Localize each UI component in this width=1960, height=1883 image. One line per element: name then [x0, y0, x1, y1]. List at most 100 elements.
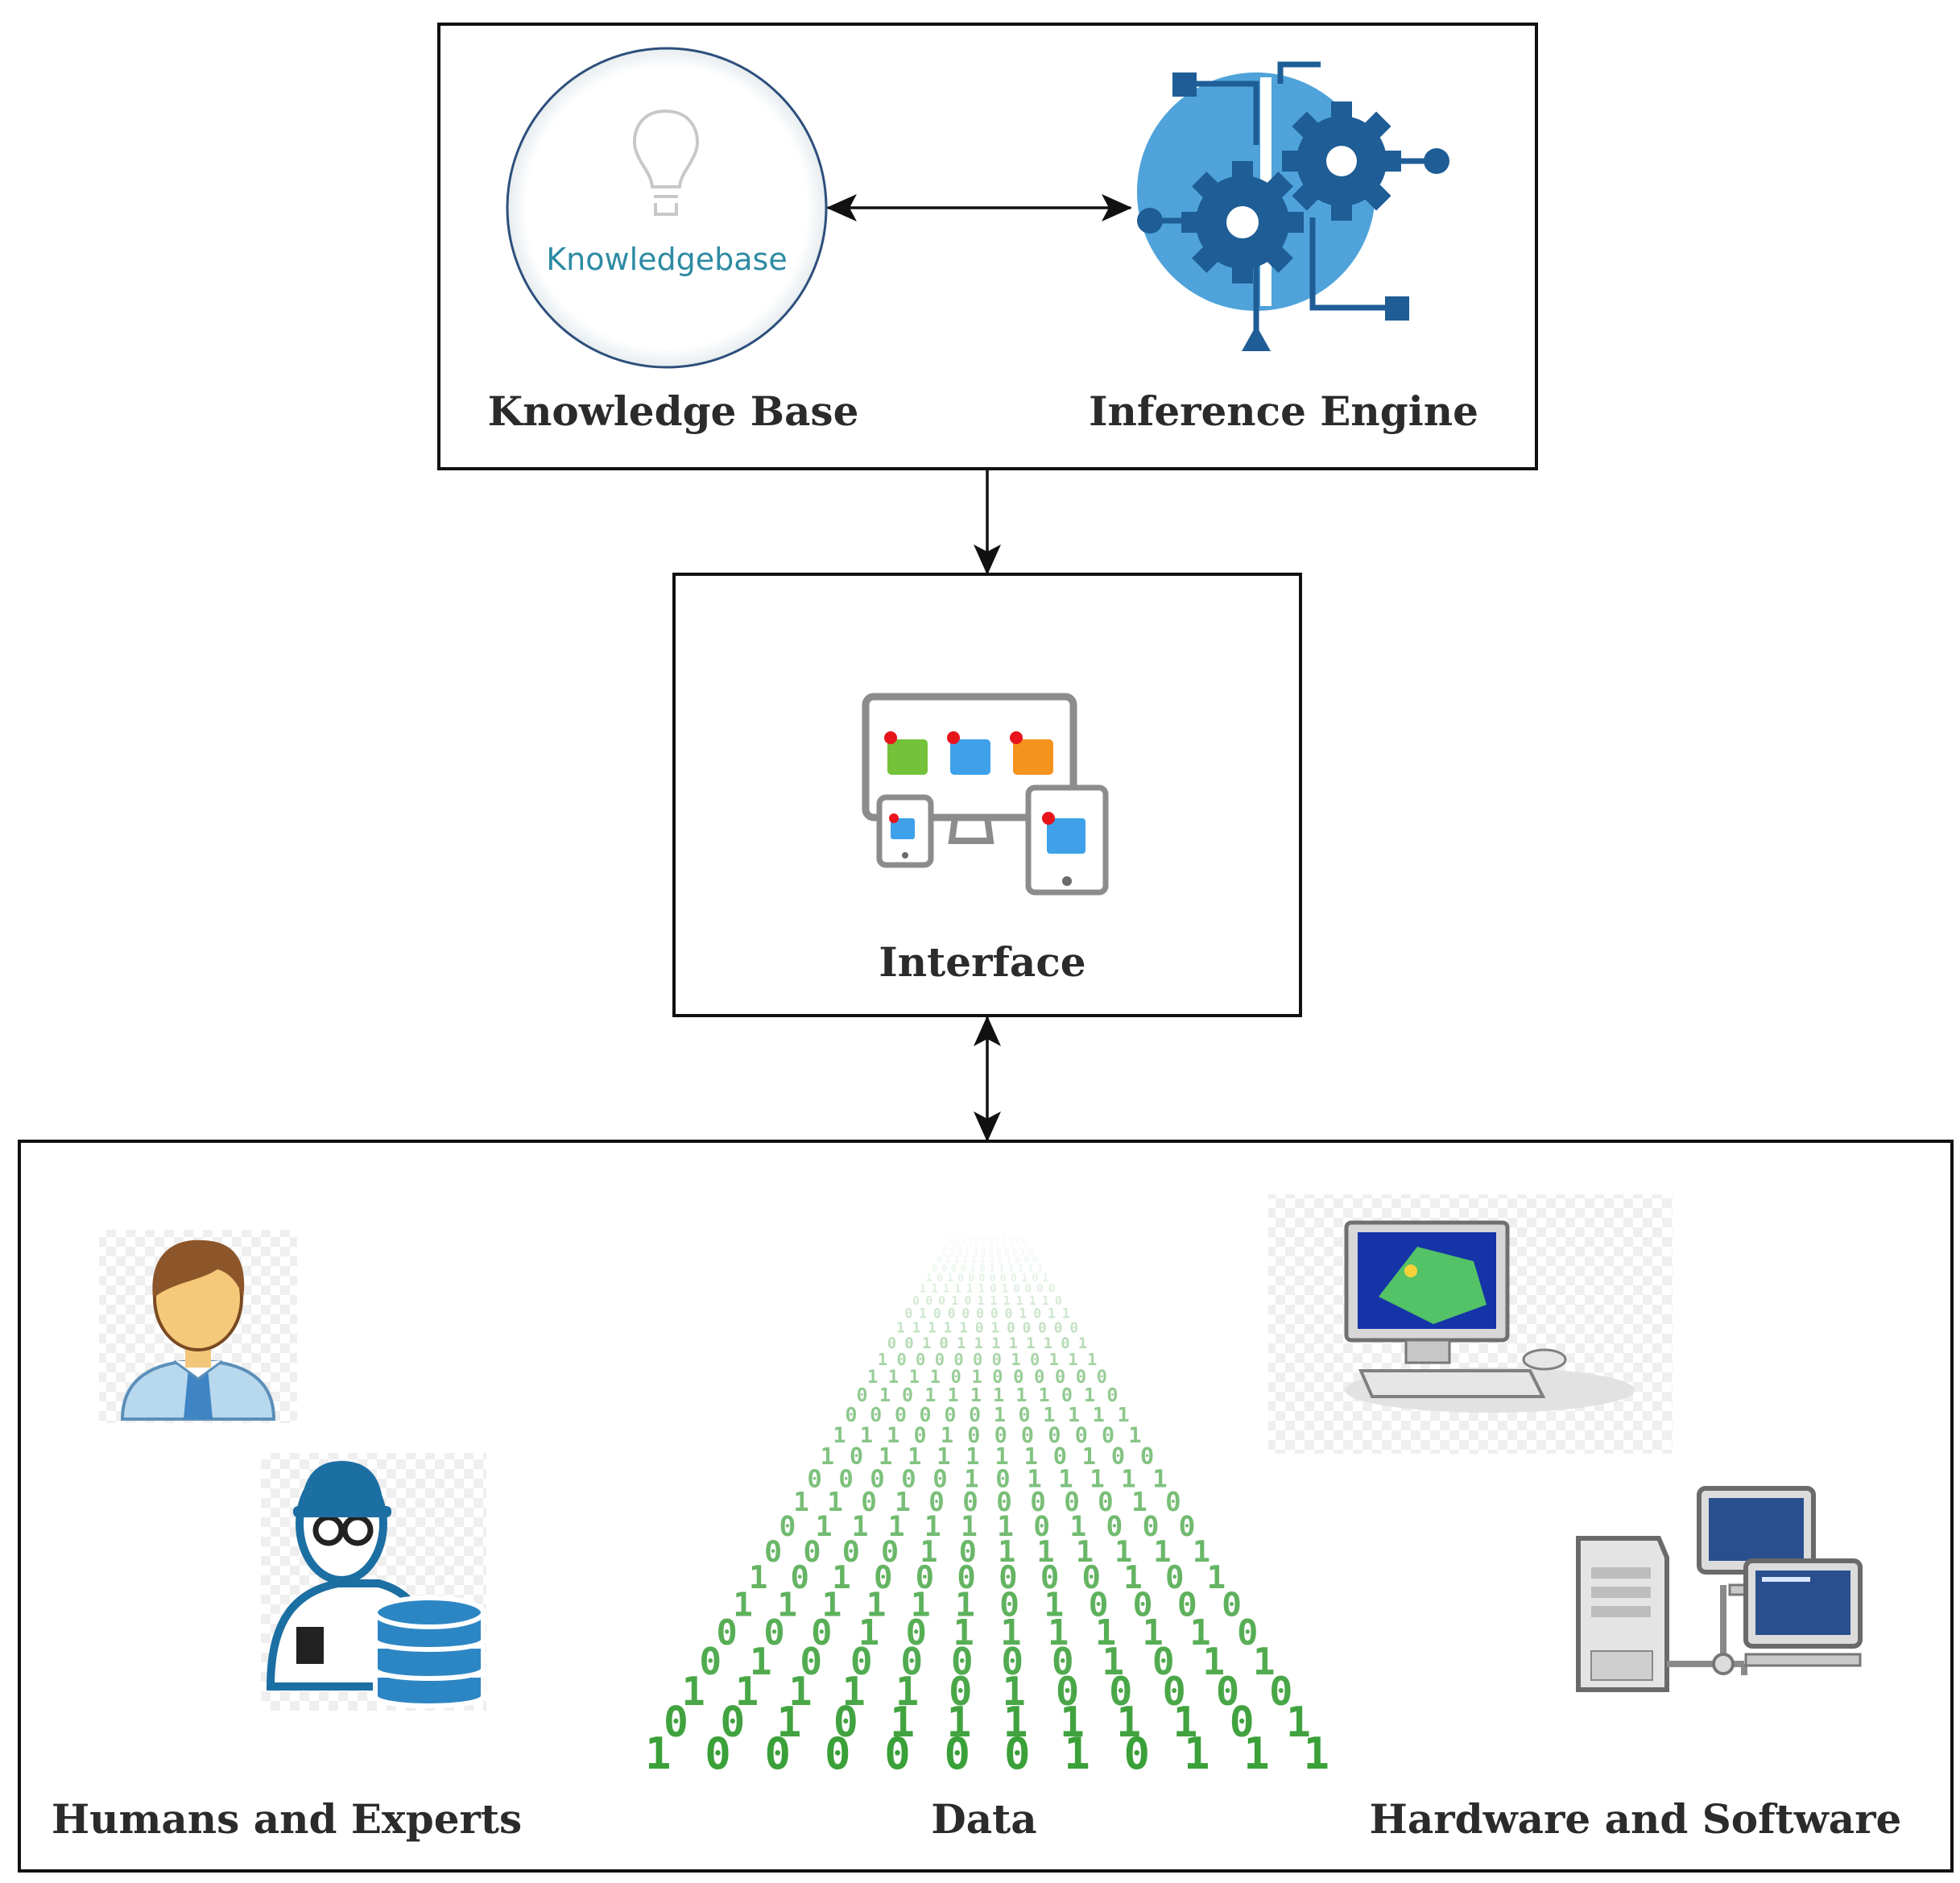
binary-digit: 0 [1061, 1384, 1073, 1406]
binary-digit: 1 [937, 1442, 950, 1470]
binary-digit: 1 [941, 1423, 953, 1448]
binary-digit: 0 [1106, 1511, 1123, 1543]
binary-digit: 0 [994, 1423, 1007, 1448]
binary-digit: 1 [1173, 1699, 1198, 1747]
binary-digit: 1 [866, 1586, 887, 1624]
binary-digit: 0 [1133, 1586, 1153, 1624]
binary-digit: 1 [1243, 1728, 1270, 1779]
bottom-panel-frame [18, 1140, 1954, 1873]
binary-digit: 0 [1040, 1560, 1059, 1596]
binary-digit: 0 [1222, 1586, 1242, 1624]
binary-digit: 1 [1304, 1728, 1330, 1779]
binary-digit: 1 [1207, 1560, 1226, 1596]
binary-digit: 0 [1177, 1586, 1197, 1624]
binary-digit: 1 [833, 1423, 846, 1448]
binary-digit: 1 [895, 1670, 919, 1715]
binary-digit: 0 [996, 1487, 1012, 1517]
binary-digit: 1 [821, 1586, 841, 1624]
binary-digit: 0 [1082, 1560, 1101, 1596]
binary-digit: 0 [916, 1560, 934, 1596]
binary-digit: 0 [874, 1560, 892, 1596]
binary-digit: 1 [993, 1384, 1004, 1406]
binary-digit: 1 [1036, 1534, 1054, 1569]
binary-digit: 0 [951, 1640, 974, 1683]
binary-digit: 0 [1109, 1670, 1132, 1715]
binary-digit: 1 [777, 1699, 802, 1747]
binary-digit: 1 [1143, 1612, 1164, 1653]
binary-digit: 1 [924, 1384, 936, 1406]
binary-digit: 1 [1000, 1612, 1021, 1653]
binary-digit: 1 [1058, 1465, 1073, 1493]
binary-digit: 0 [811, 1612, 832, 1653]
binary-digit: 1 [890, 1699, 915, 1747]
binary-digit: 1 [1114, 1534, 1132, 1569]
binary-digit: 0 [717, 1612, 738, 1653]
binary-digit: 1 [994, 1403, 1006, 1426]
binary-digit: 0 [1237, 1612, 1258, 1653]
binary-digit: 0 [1165, 1487, 1181, 1517]
binary-digit: 1 [682, 1670, 705, 1715]
binary-digit: 0 [1089, 1586, 1109, 1624]
binary-digit: 0 [1052, 1640, 1074, 1683]
data-label: Data [931, 1795, 1036, 1843]
gear-icon [1282, 101, 1401, 221]
binary-digit: 1 [970, 1384, 982, 1406]
binary-digit: 0 [1001, 1640, 1023, 1683]
binary-digit: 0 [969, 1403, 981, 1426]
binary-digit: 1 [908, 1442, 921, 1470]
lightbulb-icon [632, 109, 699, 216]
inference-engine-icon [1137, 61, 1449, 351]
binary-digit: 1 [994, 1442, 1008, 1470]
binary-digit: 0 [944, 1403, 956, 1426]
binary-digit: 1 [1064, 1728, 1090, 1779]
binary-digit: 0 [884, 1728, 911, 1779]
binary-digit: 0 [1111, 1442, 1125, 1470]
interface-label: Interface [879, 938, 1085, 986]
hardware-software-label: Hardware and Software [1370, 1795, 1902, 1843]
binary-digit: 0 [902, 1384, 913, 1406]
network-computers-icon [1576, 1486, 1863, 1692]
binary-digit: 1 [842, 1670, 866, 1715]
knowledge-base-label: Knowledge Base [488, 387, 859, 435]
binary-digit: 1 [1076, 1534, 1094, 1569]
binary-digit: 0 [895, 1403, 907, 1426]
inference-engine-label: Inference Engine [1089, 387, 1478, 435]
binary-digit: 1 [645, 1728, 672, 1779]
binary-digit: 0 [1165, 1560, 1184, 1596]
binary-digit: 0 [995, 1465, 1010, 1493]
binary-digit: 1 [1093, 1403, 1105, 1426]
binary-digit: 0 [1106, 1384, 1118, 1406]
binary-digit: 0 [1056, 1670, 1079, 1715]
binary-digit: 0 [962, 1487, 978, 1517]
binary-digit: 0 [833, 1699, 858, 1747]
binary-digit: 1 [948, 1384, 959, 1406]
binary-digit: 0 [870, 1403, 882, 1426]
binary-digit: 0 [881, 1534, 899, 1569]
binary-digit: 0 [901, 1465, 916, 1493]
binary-digit: 1 [998, 1534, 1015, 1569]
binary-digit: 0 [999, 1560, 1017, 1596]
binary-digit: 1 [1152, 1465, 1167, 1493]
binary-digit: 1 [816, 1511, 833, 1543]
binary-digit: 1 [1043, 1403, 1055, 1426]
database-icon [373, 1595, 486, 1708]
binary-digit: 0 [1143, 1511, 1160, 1543]
binary-digit: 1 [1003, 1670, 1026, 1715]
binary-digit: 0 [914, 1423, 927, 1448]
data-fade [620, 1232, 1345, 1377]
binary-digit: 0 [791, 1560, 809, 1596]
binary-digit: 1 [821, 1442, 834, 1470]
binary-digit: 1 [1102, 1640, 1124, 1683]
binary-digit: 1 [827, 1487, 843, 1517]
binary-digit: 1 [1153, 1534, 1171, 1569]
binary-digit: 0 [779, 1511, 796, 1543]
binary-digit: 1 [1060, 1699, 1085, 1747]
binary-digit: 0 [1140, 1442, 1154, 1470]
binary-digit: 1 [966, 1442, 979, 1470]
binary-digit: 0 [967, 1423, 980, 1448]
binary-digit: 0 [842, 1534, 860, 1569]
devices-icon [862, 693, 1109, 896]
binary-digit: 1 [920, 1534, 937, 1569]
binary-digit: 1 [1027, 1465, 1041, 1493]
